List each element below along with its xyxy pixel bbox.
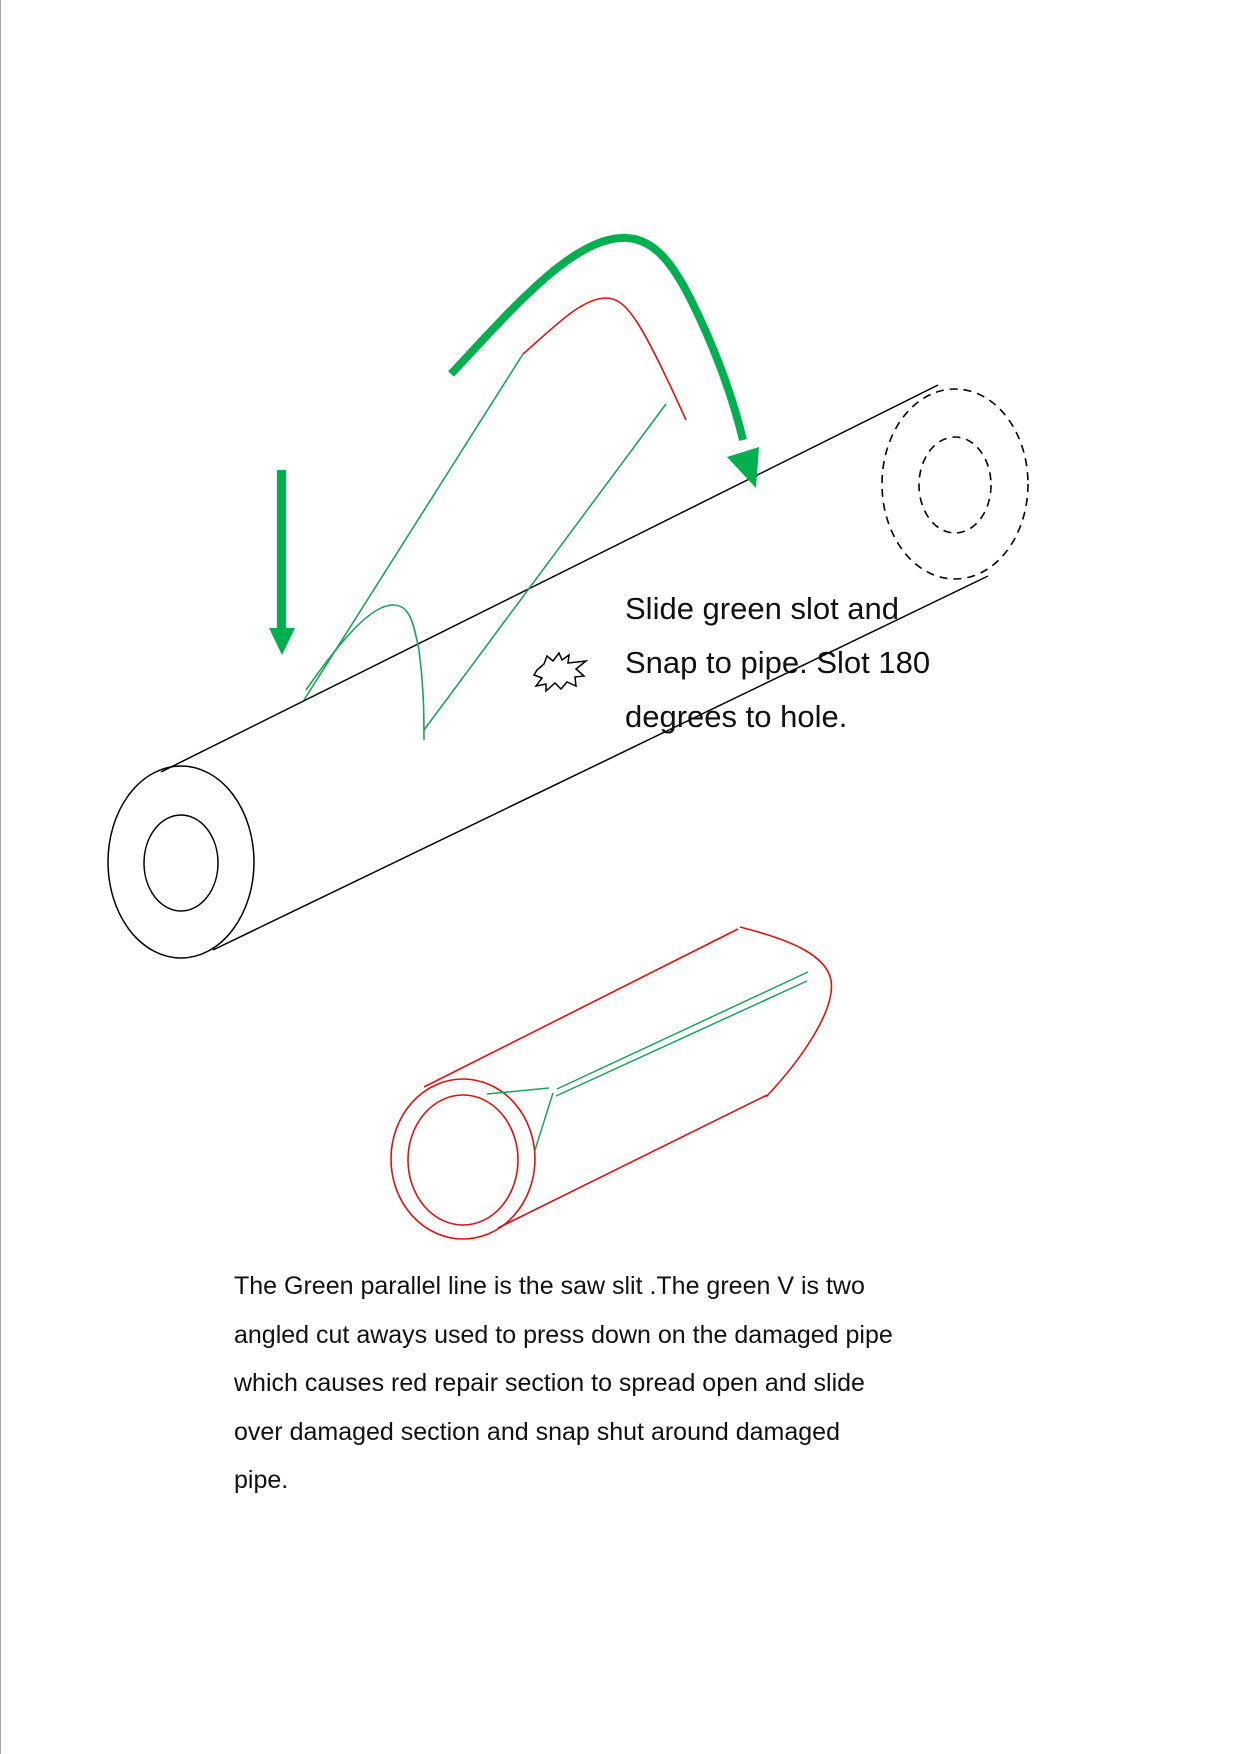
repair-bottom-edge	[497, 1094, 768, 1229]
damaged-pipe	[107, 384, 989, 959]
repair-end-outer	[390, 1078, 536, 1240]
damage-starburst-icon	[532, 651, 589, 693]
slit-line-right	[423, 403, 667, 731]
slit-line-left	[303, 353, 524, 701]
repair-top-edge	[423, 928, 739, 1088]
description-line-5: pipe.	[234, 1466, 289, 1494]
slide-over-arrow-icon	[448, 233, 759, 488]
v-cut-line-bottom	[534, 1092, 554, 1151]
v-cut-line-top	[486, 1087, 550, 1095]
pipe-near-end-outer	[107, 765, 255, 959]
saw-slit-lines	[303, 353, 667, 741]
description-line-1: The Green parallel line is the saw slit …	[234, 1272, 865, 1300]
repair-section	[390, 926, 833, 1240]
far-end-inner-dashed	[918, 436, 992, 534]
callout-line-2: Snap to pipe. Slot 180	[625, 645, 931, 680]
pipe-top-edge	[160, 384, 939, 773]
repair-end-inner	[407, 1094, 519, 1226]
repair-slit	[486, 971, 809, 1151]
instruction-callout: Slide green slot and Snap to pipe. Slot …	[625, 582, 1045, 744]
far-end-outer-dashed	[881, 388, 1029, 580]
slit-parallel-line-1	[556, 971, 809, 1090]
pipe-far-end	[881, 388, 1029, 580]
repair-far-curve	[739, 926, 833, 1098]
description-line-4: over damaged section and snap shut aroun…	[234, 1417, 840, 1446]
description-line-3: which causes red repair section to sprea…	[234, 1369, 865, 1397]
slit-parallel-line-2	[555, 980, 808, 1097]
callout-line-1: Slide green slot and	[625, 591, 900, 626]
pipe-bottom-edge	[212, 575, 989, 951]
callout-line-3: degrees to hole.	[625, 699, 848, 734]
press-down-arrow-icon	[269, 470, 295, 655]
v-cutaway-curve	[305, 604, 425, 741]
pipe-near-end-inner	[143, 814, 219, 912]
description-line-2: angled cut aways used to press down on t…	[234, 1320, 893, 1349]
description-paragraph: The Green parallel line is the saw slit …	[234, 1262, 1094, 1505]
repair-arc	[522, 297, 687, 421]
